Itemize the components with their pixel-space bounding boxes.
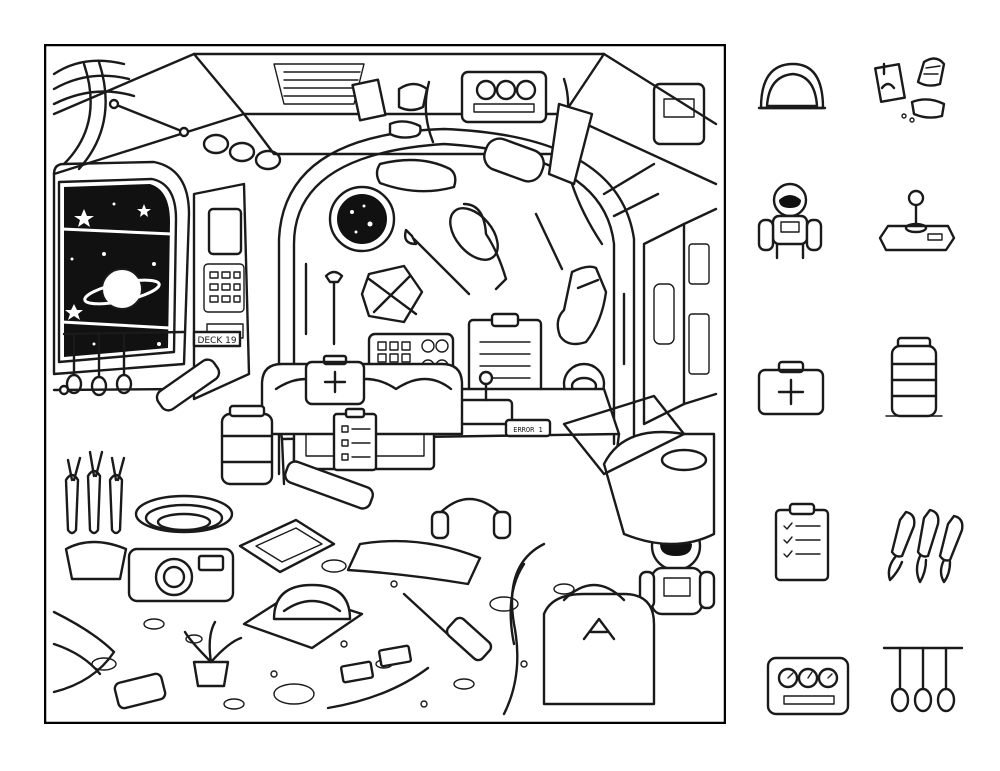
hanging-grips-icon xyxy=(882,646,964,713)
flashlight[interactable] xyxy=(283,459,375,510)
snack-pack-in-scene[interactable] xyxy=(351,78,429,139)
floating-shield[interactable] xyxy=(360,264,424,324)
floor-blade[interactable] xyxy=(326,666,430,710)
keypad-label: ERROR 1 xyxy=(513,426,543,434)
potted-plant[interactable] xyxy=(183,620,243,688)
find-item-fuel-canister[interactable] xyxy=(868,330,958,420)
left-hose-2 xyxy=(52,642,102,676)
screwdriver[interactable] xyxy=(402,592,493,663)
first-aid-kit-icon xyxy=(757,360,825,416)
sleeping-pad[interactable] xyxy=(346,539,482,586)
window-sign-label: DECK 19 xyxy=(197,336,236,346)
find-item-clipboard[interactable] xyxy=(756,496,846,586)
find-item-first-aid-kit[interactable] xyxy=(745,344,835,434)
fuel-canister-in-scene[interactable] xyxy=(220,404,274,486)
rockets-icon xyxy=(887,508,964,584)
helmet-icon xyxy=(757,62,827,110)
floor-panel xyxy=(562,394,686,476)
astronaut-icon xyxy=(757,182,823,260)
backpack[interactable] xyxy=(542,583,656,706)
camera[interactable] xyxy=(127,547,235,603)
joystick-icon xyxy=(878,189,956,252)
tablet[interactable] xyxy=(238,518,336,574)
window-sign: DECK 19 xyxy=(192,330,242,348)
find-item-rockets[interactable] xyxy=(878,500,968,590)
snack-packs-icon xyxy=(874,57,946,123)
floor-devices[interactable] xyxy=(113,644,413,710)
rockets-in-scene[interactable] xyxy=(64,450,128,581)
left-hose xyxy=(52,610,116,694)
fuel-canister-icon xyxy=(885,336,943,418)
floating-pillow[interactable] xyxy=(375,158,457,193)
space-station-illustration[interactable]: ERROR 1 DECK 19 xyxy=(44,44,726,724)
first-aid-kit-in-scene[interactable] xyxy=(304,354,366,406)
room-structure xyxy=(52,52,718,476)
headphones[interactable] xyxy=(430,497,512,540)
gauge-panel-icon xyxy=(766,656,850,716)
keypad[interactable]: ERROR 1 xyxy=(504,418,552,438)
hose xyxy=(502,542,546,716)
puzzle-scene[interactable]: ERROR 1 DECK 19 xyxy=(44,44,726,724)
find-item-helmet[interactable] xyxy=(745,44,835,134)
coiled-rope[interactable] xyxy=(134,494,234,534)
hose-2 xyxy=(509,562,526,646)
ceiling-lamp[interactable] xyxy=(480,102,604,246)
telescope[interactable] xyxy=(154,356,222,413)
helmet-in-scene[interactable] xyxy=(242,583,364,650)
find-item-hanging-grips[interactable] xyxy=(878,636,968,726)
gauge-panel-in-scene[interactable] xyxy=(424,70,570,151)
joystick-in-scene[interactable] xyxy=(458,370,514,426)
space-window xyxy=(52,160,191,376)
floating-tools[interactable] xyxy=(324,199,564,346)
find-item-gauge-panel[interactable] xyxy=(762,640,852,730)
clipboard-icon xyxy=(774,502,830,582)
find-item-astronaut[interactable] xyxy=(745,176,835,266)
clipboard-in-scene[interactable] xyxy=(332,407,378,472)
porthole xyxy=(328,185,396,253)
find-item-snack-packs[interactable] xyxy=(868,44,958,134)
find-item-joystick[interactable] xyxy=(868,176,958,266)
space-glove[interactable] xyxy=(556,265,608,346)
